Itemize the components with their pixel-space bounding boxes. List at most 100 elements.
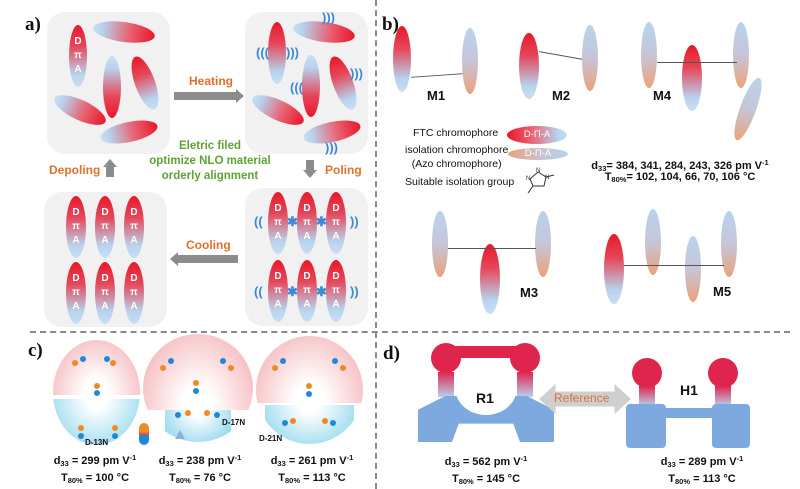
acceptor-node [175, 412, 181, 418]
linker [411, 73, 463, 78]
reference-label: Reference [554, 391, 610, 405]
panel-c-label: c) [28, 340, 43, 361]
vibration-icon: (( [254, 284, 263, 299]
ftc-chromophore-shape [393, 26, 411, 92]
svg-text:N: N [545, 175, 549, 181]
heating-arrow-head [236, 89, 244, 103]
ftc-chromophore-shape [480, 244, 500, 314]
r1-donor-left [431, 343, 461, 373]
linker [624, 265, 724, 266]
donor-node [72, 360, 78, 366]
azo-chromophore-shape [733, 22, 749, 88]
donor-node [94, 383, 100, 389]
triangle-legend-icon [175, 430, 185, 439]
d13n-values: d33 = 299 pm V-1 T80% = 100 °C [53, 453, 137, 485]
acceptor-node [214, 412, 220, 418]
h1-donor-right [708, 358, 738, 388]
h1-acceptor-left [626, 404, 666, 448]
panel-d-label: d) [383, 343, 400, 364]
ftc-legend-glyph: D-Π-A [507, 126, 567, 144]
donor-node [340, 365, 346, 371]
chromophore [268, 22, 286, 84]
vertical-divider [375, 0, 377, 489]
poling-arrow-head [303, 170, 317, 178]
depoling-label: Depoling [49, 163, 101, 177]
vibration-icon: ((( [290, 80, 303, 95]
donor-node [112, 425, 118, 431]
acceptor-node [282, 420, 288, 426]
acceptor-node [306, 391, 312, 397]
vibration-icon: ((( [256, 45, 269, 60]
azo-chromophore-shape [729, 75, 767, 143]
acceptor-node [94, 390, 100, 396]
donor-node [204, 410, 210, 416]
depoling-arrow-head [103, 159, 117, 167]
acceptor-node [80, 356, 86, 362]
molecule-label-m3: M3 [520, 285, 539, 300]
legend-group-label: Suitable isolation group [405, 176, 515, 188]
svg-text:N: N [536, 168, 540, 174]
vibration-icon: )) [350, 284, 359, 299]
panel-b-t80-values: T80%= 102, 104, 66, 70, 106 °C [604, 171, 756, 184]
vibration-icon: ✱ [287, 284, 298, 299]
ftc-chromophore-shape [519, 33, 539, 99]
donor-node [322, 418, 328, 424]
triazole-icon: N N N [526, 168, 555, 194]
panel-a-label: a) [25, 14, 41, 35]
electric-field-caption: Eletric filed optimize NLO material orde… [149, 140, 271, 182]
azo-chromophore-shape [641, 22, 657, 88]
molecule-label-m1: M1 [427, 88, 446, 103]
linker [657, 62, 737, 63]
dendrimer-d21n [256, 336, 363, 444]
compound-label-r1: R1 [476, 390, 494, 406]
panel-b-d33-values: d33= 384, 341, 284, 243, 326 pm V-1 [591, 158, 769, 173]
vibration-icon: (( [254, 214, 263, 229]
donor-node [185, 410, 191, 416]
donor-node [160, 365, 166, 371]
acceptor-node [220, 358, 226, 364]
vibration-icon: ✱ [316, 284, 327, 299]
linker [448, 248, 536, 249]
horizontal-divider [30, 331, 790, 333]
r1-bridge-left [438, 372, 454, 397]
acceptor-node [104, 356, 110, 362]
poling-arrow [306, 160, 314, 170]
vibration-icon: )) [350, 214, 359, 229]
ftc-chromophore-shape [604, 234, 624, 304]
vibration-icon: ))) [350, 66, 363, 81]
vibration-icon: ✱ [316, 214, 327, 229]
h1-bridge-left [639, 386, 655, 406]
donor-node [290, 418, 296, 424]
heating-label: Heating [189, 74, 234, 88]
r1-ring-cavity [455, 360, 517, 415]
ftc-chromophore-shape [682, 45, 702, 111]
vibration-icon: ))) [286, 45, 299, 60]
azo-chromophore-shape [721, 211, 737, 277]
linker [539, 51, 583, 60]
poling-label: Poling [325, 163, 362, 177]
h1-acceptor-right [712, 404, 750, 448]
d17n-values: d33 = 238 pm V-1 T80% = 76 °C [158, 453, 242, 485]
dendrimer-label: D-21N [259, 434, 283, 443]
cooling-arrow-head [170, 252, 178, 266]
molecule-label-m4: M4 [653, 88, 672, 103]
compound-label-h1: H1 [680, 382, 698, 398]
vibration-icon: ✱ [287, 214, 298, 229]
chromophore [103, 56, 121, 118]
acceptor-node [332, 358, 338, 364]
azo-chromophore-shape [645, 209, 661, 275]
azo-chromophore-shape [535, 211, 551, 277]
vibration-icon: ))) [322, 10, 335, 25]
panel-b-label: b) [382, 14, 399, 35]
acceptor-node [193, 388, 199, 394]
vibration-icon: ))) [325, 140, 338, 155]
